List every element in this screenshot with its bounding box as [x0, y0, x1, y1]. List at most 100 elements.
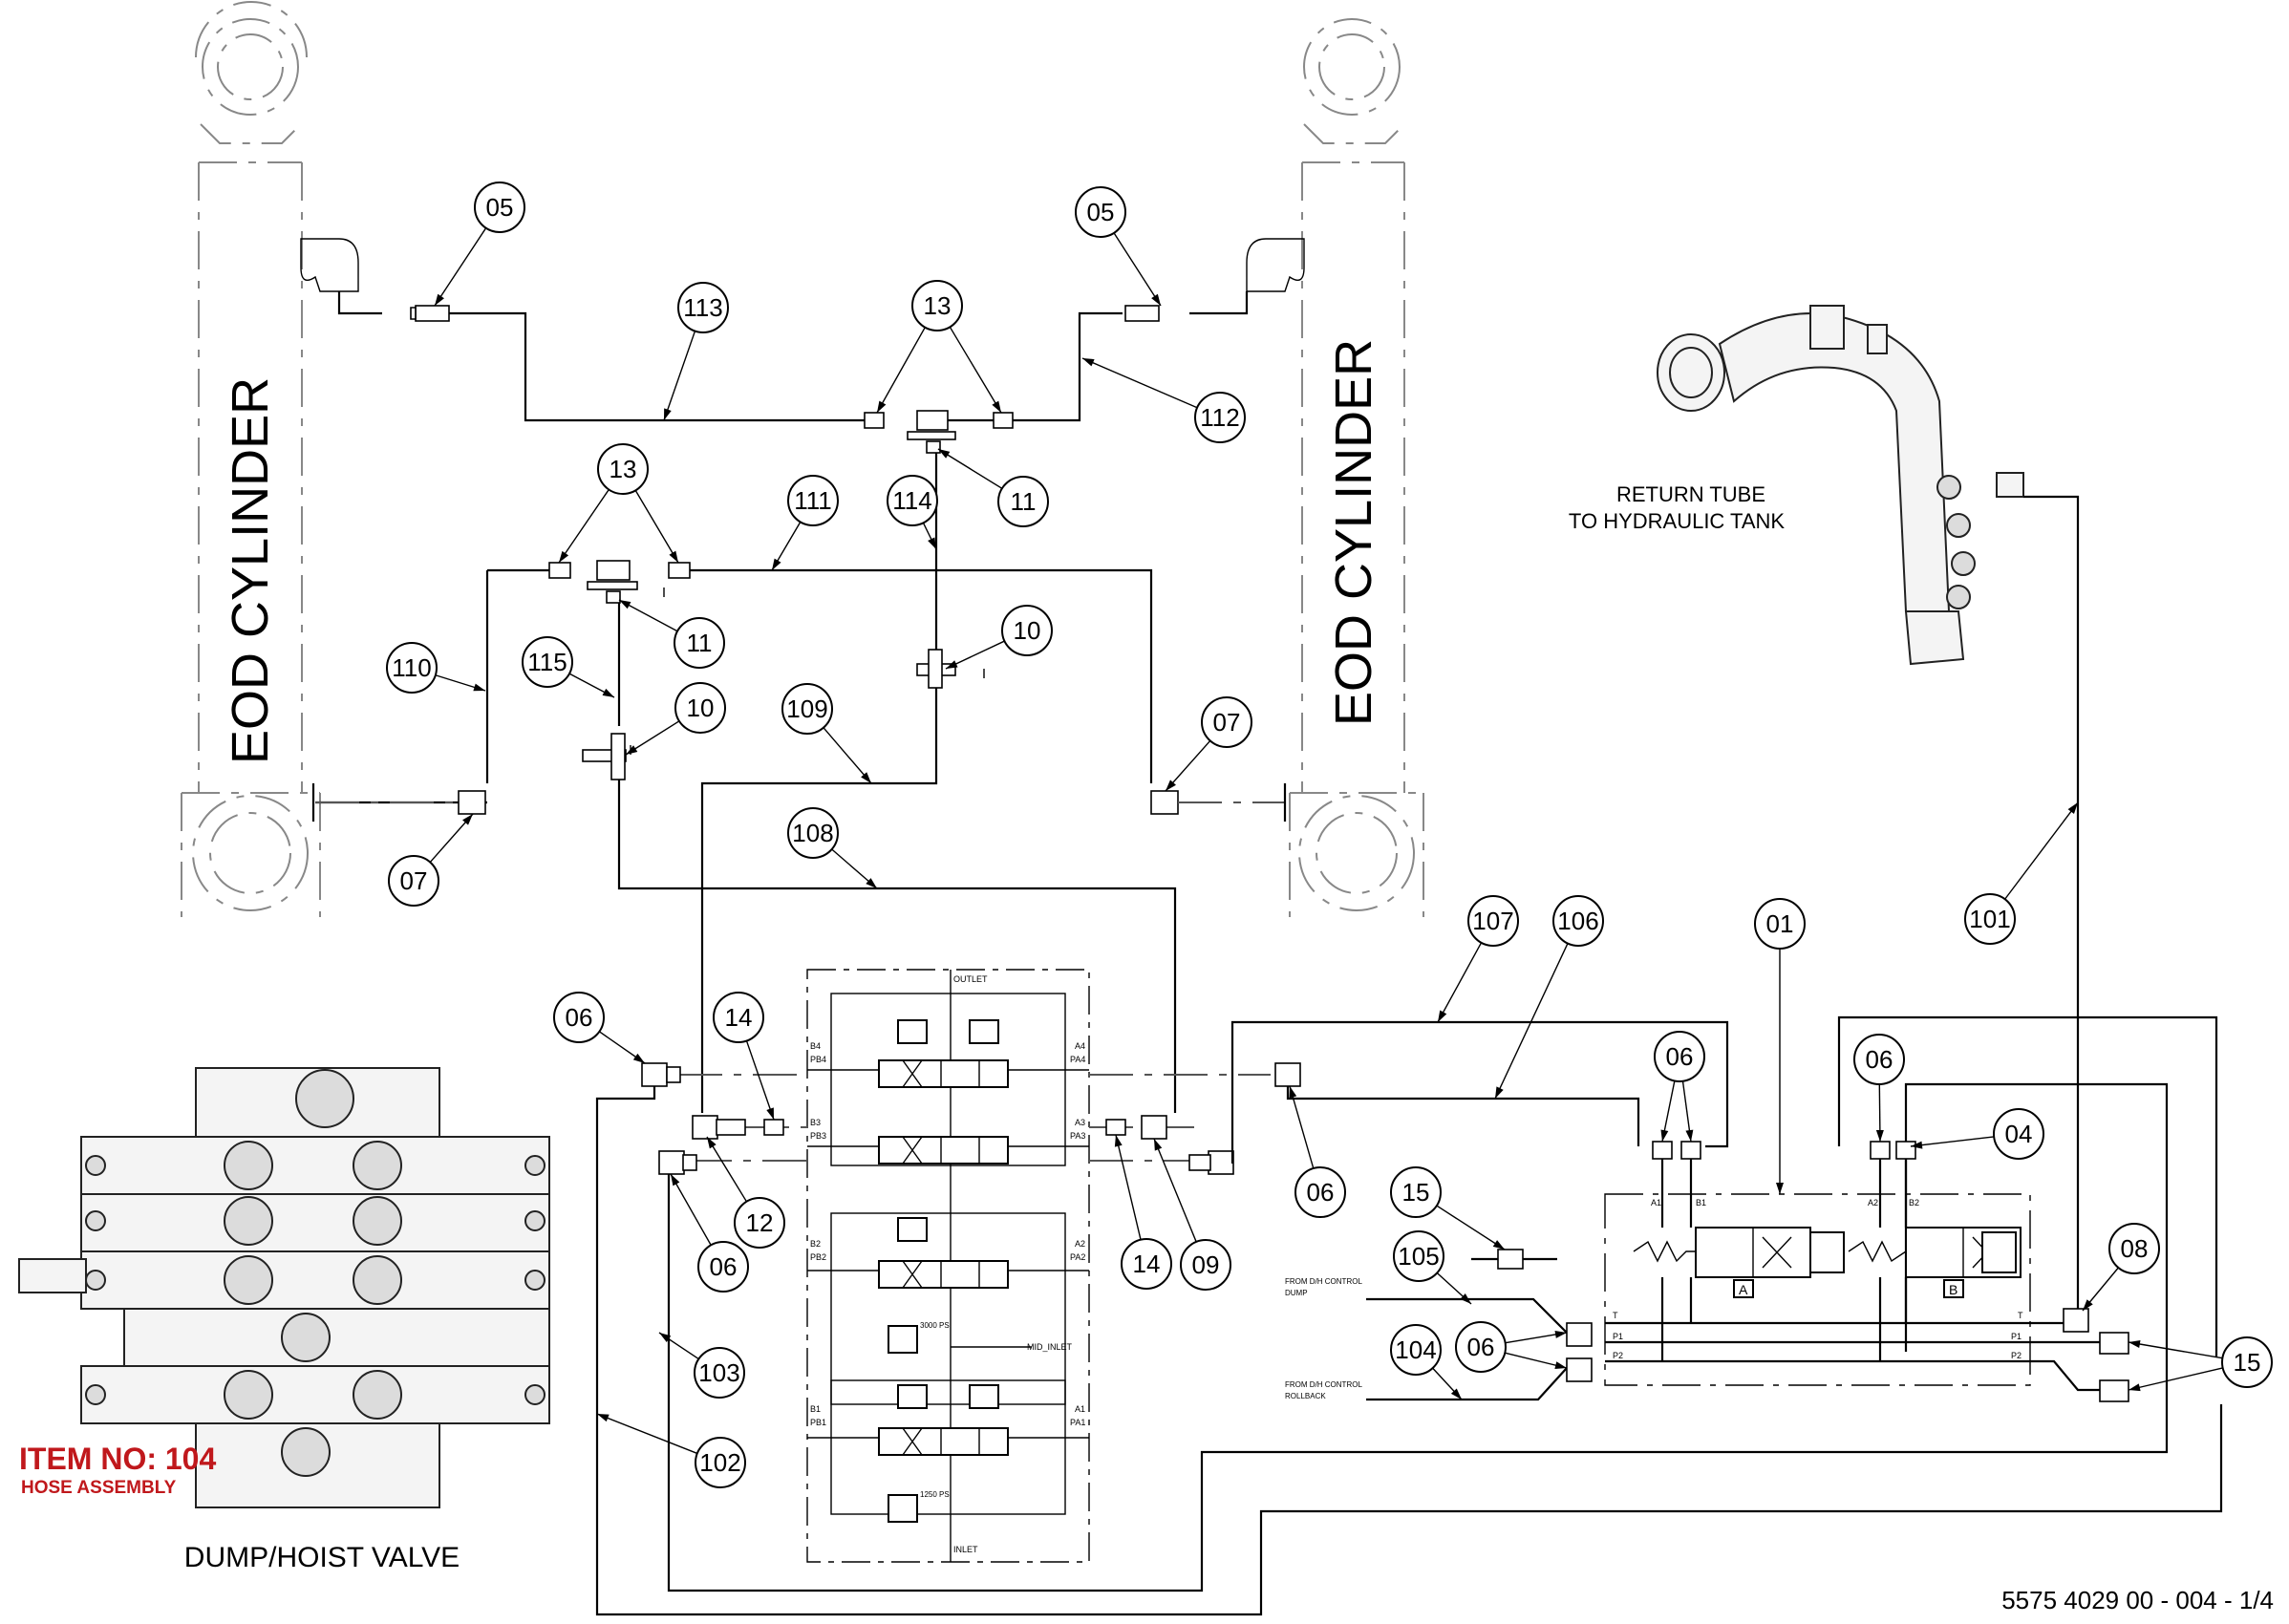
leader-arrow	[462, 814, 473, 825]
leader-arrow	[1875, 1129, 1884, 1142]
leader-arrow	[1114, 1135, 1123, 1147]
balloon-leader	[434, 227, 487, 307]
control-box-a: A	[1739, 1282, 1748, 1297]
balloon-circle	[474, 182, 525, 233]
balloon-circle	[1001, 605, 1053, 656]
leader-arrow	[669, 550, 678, 563]
ctrl-a1: A1	[1651, 1198, 1661, 1207]
balloon-number: 11	[687, 629, 713, 657]
balloon-b105: 105	[1393, 1230, 1472, 1305]
balloon-circle	[887, 475, 938, 526]
leader-arrow	[671, 1174, 680, 1186]
balloon-b110: 110	[386, 642, 486, 694]
balloon-circle	[1552, 895, 1604, 947]
balloon-b112: 112	[1081, 357, 1246, 443]
balloon-leader	[663, 331, 696, 421]
balloon-b115: 115	[522, 636, 615, 698]
leader-arrow	[559, 550, 569, 563]
balloon-b114: 114	[887, 475, 938, 550]
balloon-circle	[1754, 898, 1806, 950]
balloon-b103: 103	[658, 1332, 745, 1399]
return-tube-label-2: TO HYDRAULIC TANK	[1569, 509, 1785, 533]
balloon-number: 15	[1402, 1178, 1430, 1207]
balloon-number: 13	[924, 291, 952, 320]
balloon-circle	[2108, 1223, 2160, 1274]
balloon-leader	[2128, 1367, 2223, 1391]
balloon-circle	[1390, 1166, 1442, 1218]
balloon-leader	[745, 1040, 775, 1121]
balloon-b109: 109	[781, 683, 872, 784]
balloon-number: 111	[794, 486, 832, 515]
from-rollback-2: ROLLBACK	[1285, 1392, 1326, 1400]
balloon-circle	[697, 1241, 749, 1293]
leader-arrow	[1460, 1293, 1471, 1304]
valve-pa4: PA4	[1070, 1055, 1085, 1064]
balloon-b01: 01	[1754, 898, 1806, 1194]
leader-arrow	[597, 1414, 610, 1422]
balloon-number: 103	[698, 1358, 739, 1387]
valve-pb3: PB3	[810, 1131, 826, 1141]
leader-arrow	[1289, 1086, 1297, 1099]
control-box-b: B	[1949, 1282, 1957, 1297]
balloon-b07-left: 07	[388, 813, 474, 907]
balloon-number: 11	[1011, 487, 1037, 516]
leader-arrow	[2067, 802, 2078, 814]
leader-arrow	[1450, 1388, 1462, 1400]
balloon-number: 104	[1395, 1336, 1436, 1364]
balloon-b12: 12	[706, 1136, 785, 1249]
balloon-number: 102	[699, 1448, 740, 1477]
leader-arrow	[602, 688, 614, 697]
valve-b3: B3	[810, 1118, 821, 1127]
ctrl-p2-left: P2	[1613, 1351, 1623, 1360]
balloon-number: 112	[1200, 403, 1239, 432]
balloon-circle	[911, 280, 963, 331]
right-eod-cylinder: EOD CYLINDER	[1246, 18, 1424, 917]
ctrl-b1: B1	[1696, 1198, 1706, 1207]
balloon-b06-b: 06	[1654, 1031, 1705, 1143]
balloon-leader	[1153, 1138, 1197, 1243]
leader-arrow	[1554, 1361, 1567, 1370]
ctrl-p2-right: P2	[2011, 1351, 2022, 1360]
balloon-leader	[1494, 943, 1569, 1100]
ctrl-a2: A2	[1868, 1198, 1878, 1207]
valve-fittings	[595, 1015, 2223, 1616]
balloon-b06-c: 06	[1853, 1034, 1905, 1143]
balloon-number: 05	[486, 193, 514, 222]
leader-arrow	[659, 1333, 672, 1342]
balloon-number: 05	[1087, 198, 1115, 226]
balloon-circle	[695, 1437, 746, 1488]
from-rollback-1: FROM D/H CONTROL	[1285, 1380, 1362, 1389]
balloon-b09: 09	[1153, 1138, 1231, 1291]
balloon-b11-mid: 11	[618, 599, 725, 669]
balloon-leader	[558, 489, 610, 564]
leader-arrow	[1554, 1331, 1567, 1338]
leader-arrow	[619, 600, 631, 609]
dump-hoist-valve-illustration: ITEM NO: 104 HOSE ASSEMBLY DUMP/HOIST VA…	[18, 1067, 550, 1573]
balloon-b10-right: 10	[945, 605, 1053, 670]
leader-arrow	[992, 400, 1001, 413]
return-tube: RETURN TUBE TO HYDRAULIC TANK	[1569, 305, 2080, 1314]
leader-arrow	[946, 660, 958, 669]
balloon-b05-left: 05	[434, 182, 525, 307]
item-number: ITEM NO: 104	[19, 1442, 216, 1476]
leader-arrow	[2129, 1340, 2141, 1348]
cylinder-left-title: EOD CYLINDER	[222, 377, 279, 764]
balloon-circle	[1993, 1108, 2044, 1160]
balloon-circle	[1294, 1166, 1346, 1218]
balloon-number: 12	[746, 1208, 774, 1237]
balloon-number: 07	[400, 866, 428, 895]
ctrl-p1-right: P1	[2011, 1332, 2022, 1341]
balloon-leader	[1436, 1205, 1506, 1250]
balloon-leader	[1115, 1134, 1142, 1240]
balloon-circle	[1201, 696, 1252, 748]
leader-arrow	[861, 772, 871, 783]
leader-arrow	[2129, 1383, 2141, 1392]
return-tube-label-1: RETURN TUBE	[1616, 482, 1765, 506]
balloon-leader	[596, 1413, 698, 1455]
leader-arrow	[626, 745, 638, 755]
balloon-number: 101	[1969, 905, 2010, 933]
balloon-b07-right: 07	[1165, 696, 1252, 792]
balloon-number: 06	[1307, 1178, 1335, 1207]
leader-arrow	[1492, 1240, 1505, 1250]
